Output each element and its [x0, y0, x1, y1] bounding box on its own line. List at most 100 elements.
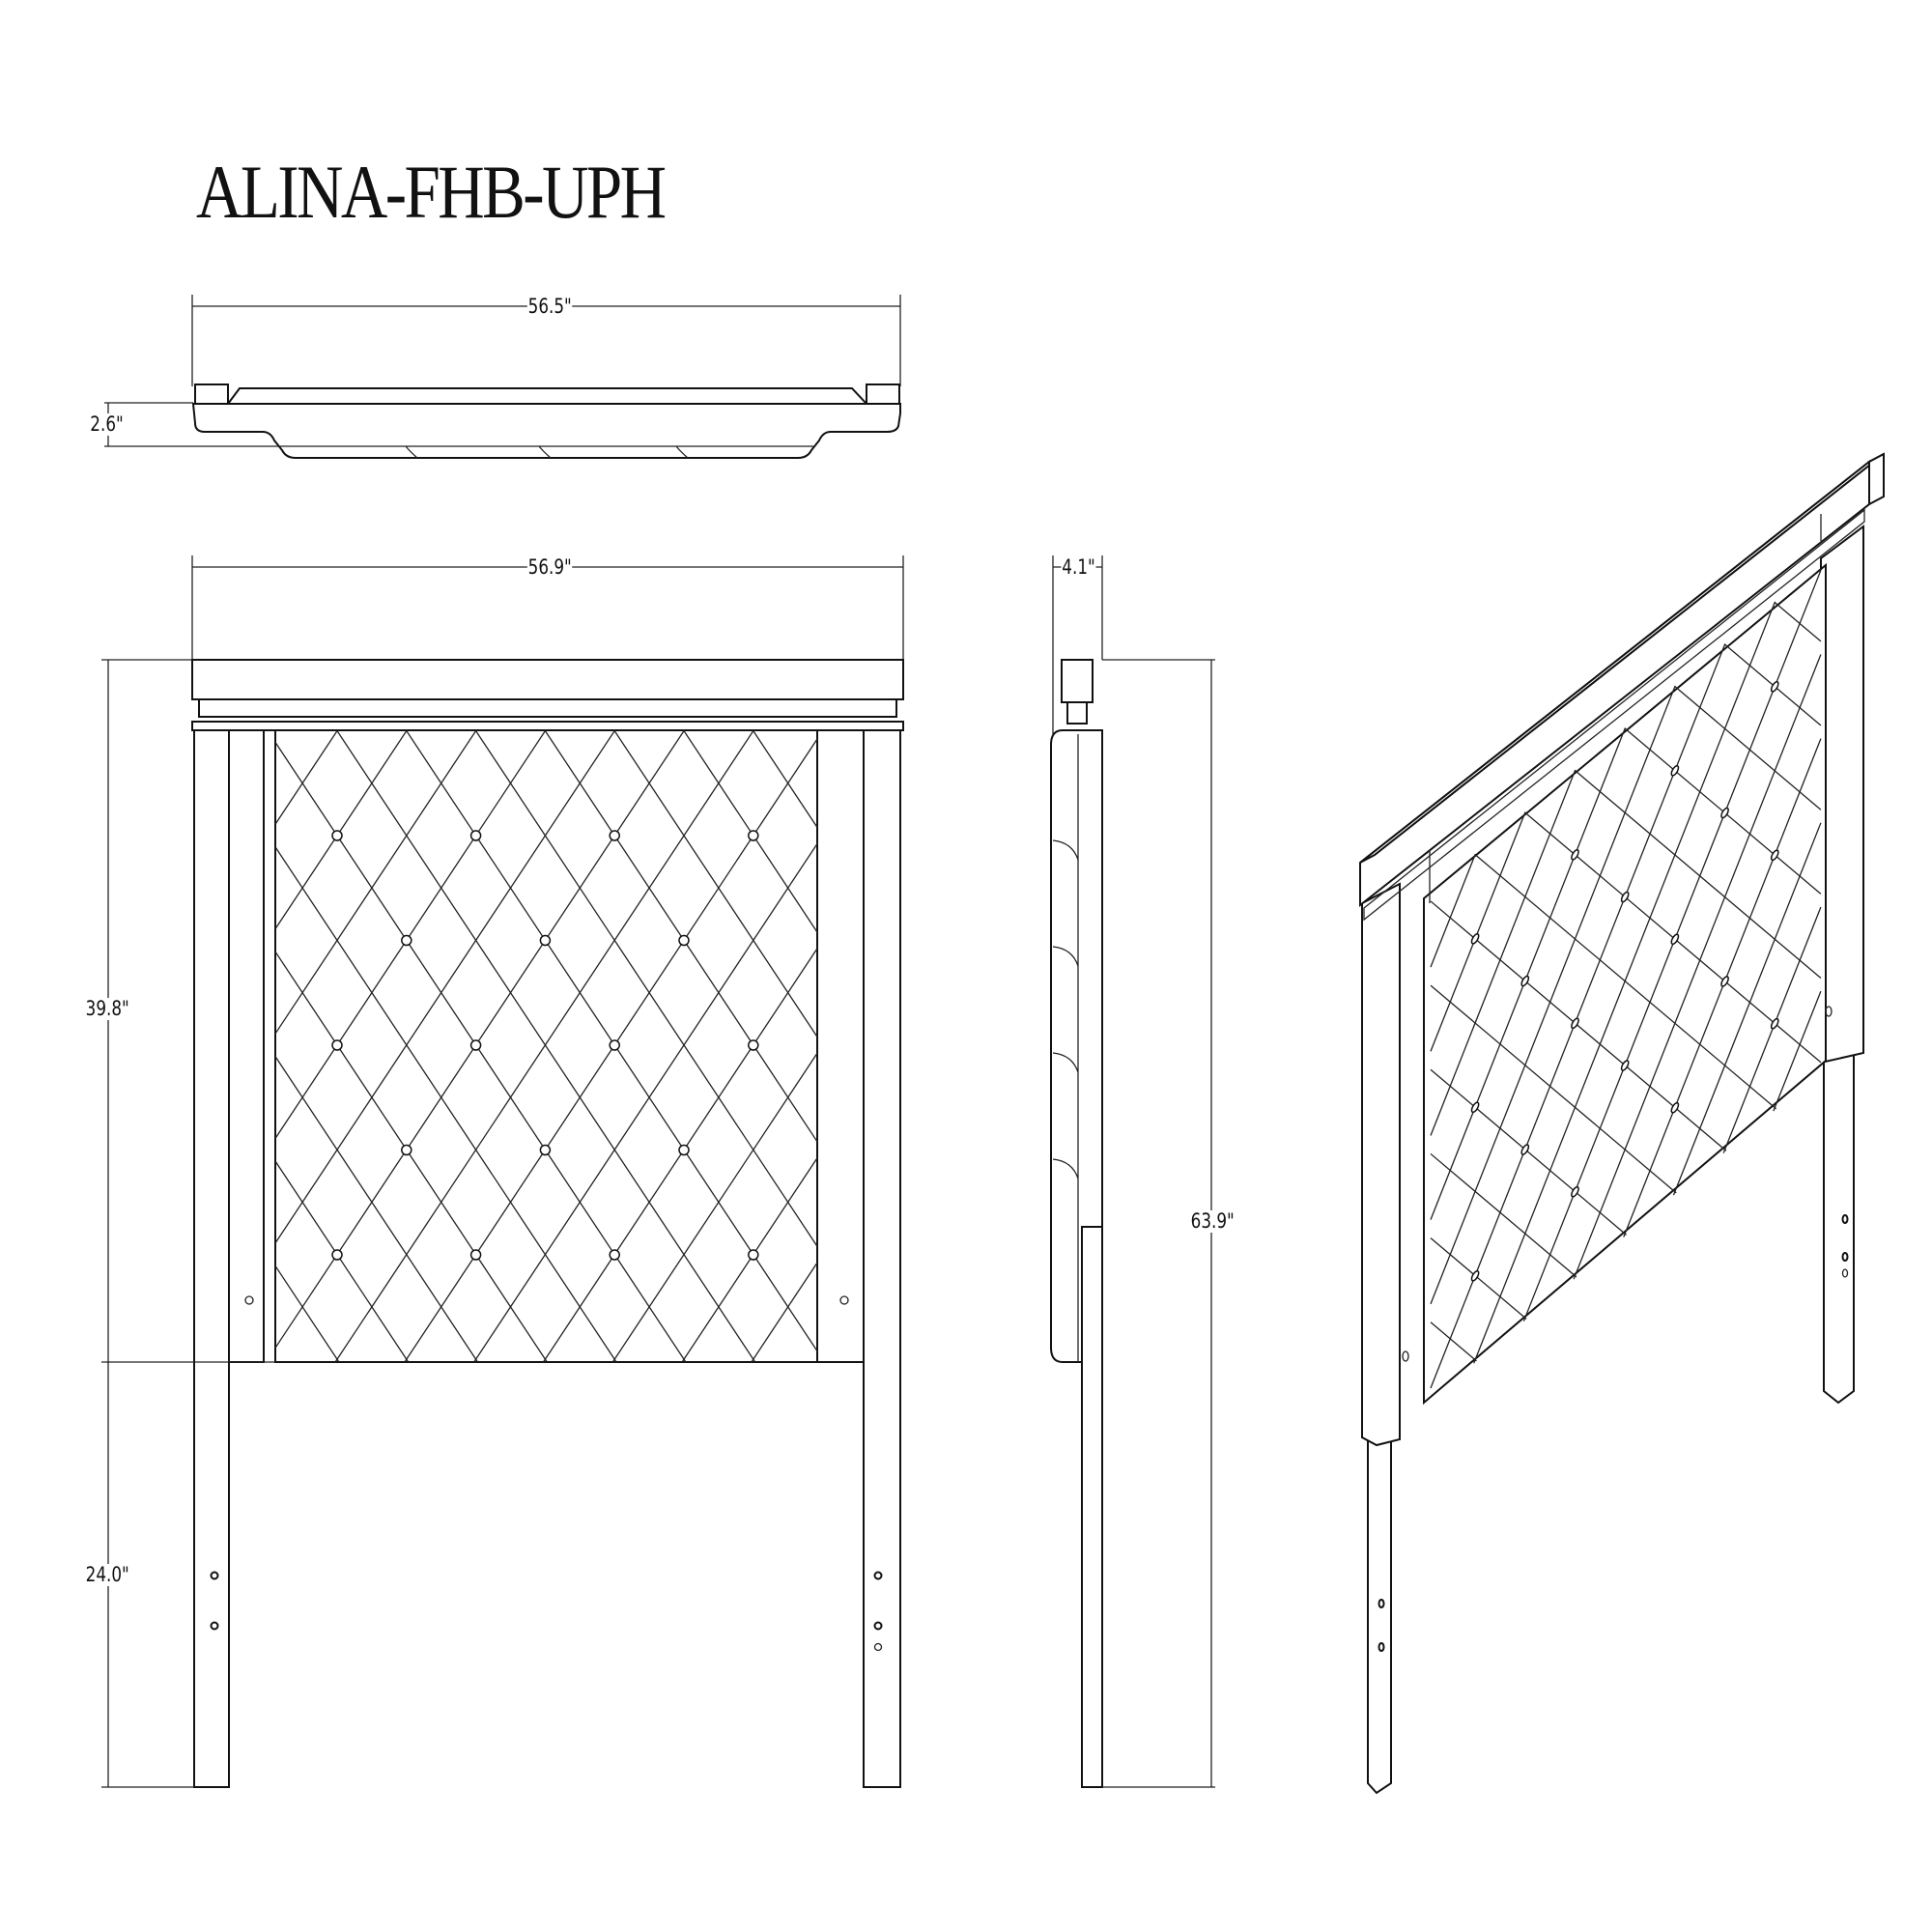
- tufting-seam: [334, 729, 754, 1363]
- bolt-hole-icon: [210, 1571, 219, 1580]
- front-view: [101, 555, 904, 1788]
- tufting-button-icon: [748, 1249, 759, 1261]
- tufting-button-icon: [539, 934, 552, 947]
- model-title: ALINA-FHB-UPH: [196, 150, 667, 234]
- iso-panel-frame: [1423, 562, 1827, 1406]
- tufting-seam: [1775, 563, 1821, 680]
- tufting-seam: [1431, 811, 1525, 1051]
- top-view-post: [866, 384, 900, 405]
- dim-label-top-depth: 2.6": [89, 412, 125, 437]
- tufting-seam: [613, 729, 818, 1037]
- left-side-frame: [228, 729, 265, 1363]
- bolt-hole-icon: [1841, 1252, 1849, 1262]
- tufting-seam: [1431, 770, 1576, 1136]
- tufting-seam: [1723, 907, 1821, 1153]
- tufting-seam: [274, 729, 616, 1244]
- tufting-seam: [474, 729, 818, 1247]
- bolt-hole-icon: [1378, 1599, 1385, 1608]
- iso-top-rail-end: [1868, 452, 1885, 506]
- tufting-button-icon: [609, 830, 620, 841]
- bolt-hole-icon: [873, 1571, 883, 1580]
- tufting-button-icon: [1721, 975, 1728, 988]
- tufting-button-icon: [1772, 848, 1778, 862]
- bolt-hole-icon: [1378, 1642, 1385, 1652]
- tufting-seam: [1431, 1157, 1526, 1400]
- top-view: [104, 295, 901, 459]
- tufting-button-icon: [1572, 1016, 1578, 1030]
- tufting-button-icon: [678, 1144, 690, 1156]
- top-view-body: [191, 403, 901, 459]
- tufting-seam: [1624, 739, 1821, 1237]
- tufting-seam: [751, 1262, 818, 1363]
- tufting-button-icon: [1671, 764, 1678, 778]
- tufting-button-icon: [678, 934, 690, 947]
- tufting-button-icon: [331, 1039, 343, 1051]
- tufting-seam: [274, 729, 338, 825]
- right-post: [863, 729, 901, 1788]
- right-side-frame: [816, 729, 865, 1363]
- tufting-button-icon: [469, 1039, 482, 1051]
- tufting-button-icon: [1471, 932, 1478, 946]
- tufting-seam: [611, 1052, 818, 1363]
- tufting-seam: [1673, 823, 1820, 1195]
- dim-label-top-width: 56.5": [526, 295, 573, 319]
- tufting-seam: [1575, 563, 1821, 1185]
- tufting-button-icon: [1721, 806, 1728, 819]
- tufting-seam: [542, 948, 818, 1363]
- tufting-button-icon: [1772, 680, 1778, 694]
- tufting-button-icon: [1572, 1185, 1578, 1199]
- iso-left-post: [1361, 882, 1401, 1447]
- tufting-seam: [1774, 991, 1821, 1111]
- tufting-seam: [1431, 854, 1475, 967]
- iso-right-post: [1820, 525, 1864, 1065]
- tufting-seam: [1431, 1284, 1476, 1400]
- tufting-button-icon: [609, 1249, 620, 1261]
- diamond-tufting: [274, 729, 818, 1363]
- tufting-button-icon: [1471, 1269, 1478, 1283]
- bolt-hole-icon: [839, 1295, 849, 1305]
- tufting-button-icon: [1572, 848, 1578, 862]
- bolt-hole-icon: [1841, 1214, 1849, 1224]
- tufting-button-icon: [539, 1144, 552, 1156]
- bolt-hole-icon: [1841, 1268, 1849, 1278]
- bolt-hole-icon: [244, 1295, 254, 1305]
- iso-right-leg: [1823, 1032, 1855, 1405]
- tufting-button-icon: [1521, 1143, 1528, 1156]
- bolt-hole-icon: [1825, 1006, 1833, 1017]
- tufting-button-icon: [1622, 891, 1629, 904]
- dim-label-leg-height: 24.0": [84, 1563, 130, 1587]
- tufting-seam: [1675, 563, 1821, 933]
- tufting-button-icon: [609, 1039, 620, 1051]
- top-view-cushions: [280, 445, 813, 459]
- side-cushion-seams: [1052, 734, 1079, 1362]
- side-leg: [1081, 1226, 1103, 1788]
- iso-rail-details: [1363, 508, 1865, 922]
- side-view: [1050, 555, 1215, 1788]
- tufting-button-icon: [1622, 1059, 1629, 1072]
- tufting-seam: [752, 729, 818, 828]
- tufting-button-icon: [401, 1144, 412, 1156]
- bolt-hole-icon: [873, 1642, 883, 1652]
- rail-molding: [191, 721, 904, 731]
- isometric-view: [1359, 452, 1885, 1795]
- iso-diamond-tufting: [1431, 563, 1821, 1400]
- tufting-button-icon: [401, 934, 412, 947]
- tufting-seam: [1431, 727, 1625, 1219]
- dim-label-side-depth: 4.1": [1061, 555, 1096, 580]
- tufting-button-icon: [469, 1249, 482, 1261]
- left-post: [193, 729, 230, 1788]
- dim-label-front-width: 56.9": [526, 555, 573, 580]
- tufting-button-icon: [748, 1039, 759, 1051]
- tufting-seam: [274, 1056, 479, 1363]
- tufting-seam: [1574, 654, 1821, 1279]
- tufting-button-icon: [469, 830, 482, 841]
- dim-label-total-height: 63.9": [1189, 1209, 1236, 1234]
- bolt-hole-icon: [873, 1621, 883, 1631]
- tufting-seam: [274, 951, 548, 1363]
- tufting-button-icon: [748, 830, 759, 841]
- tufting-seam: [274, 729, 477, 1035]
- dim-label-headboard-height: 39.8": [84, 997, 130, 1021]
- top-rail: [191, 659, 904, 700]
